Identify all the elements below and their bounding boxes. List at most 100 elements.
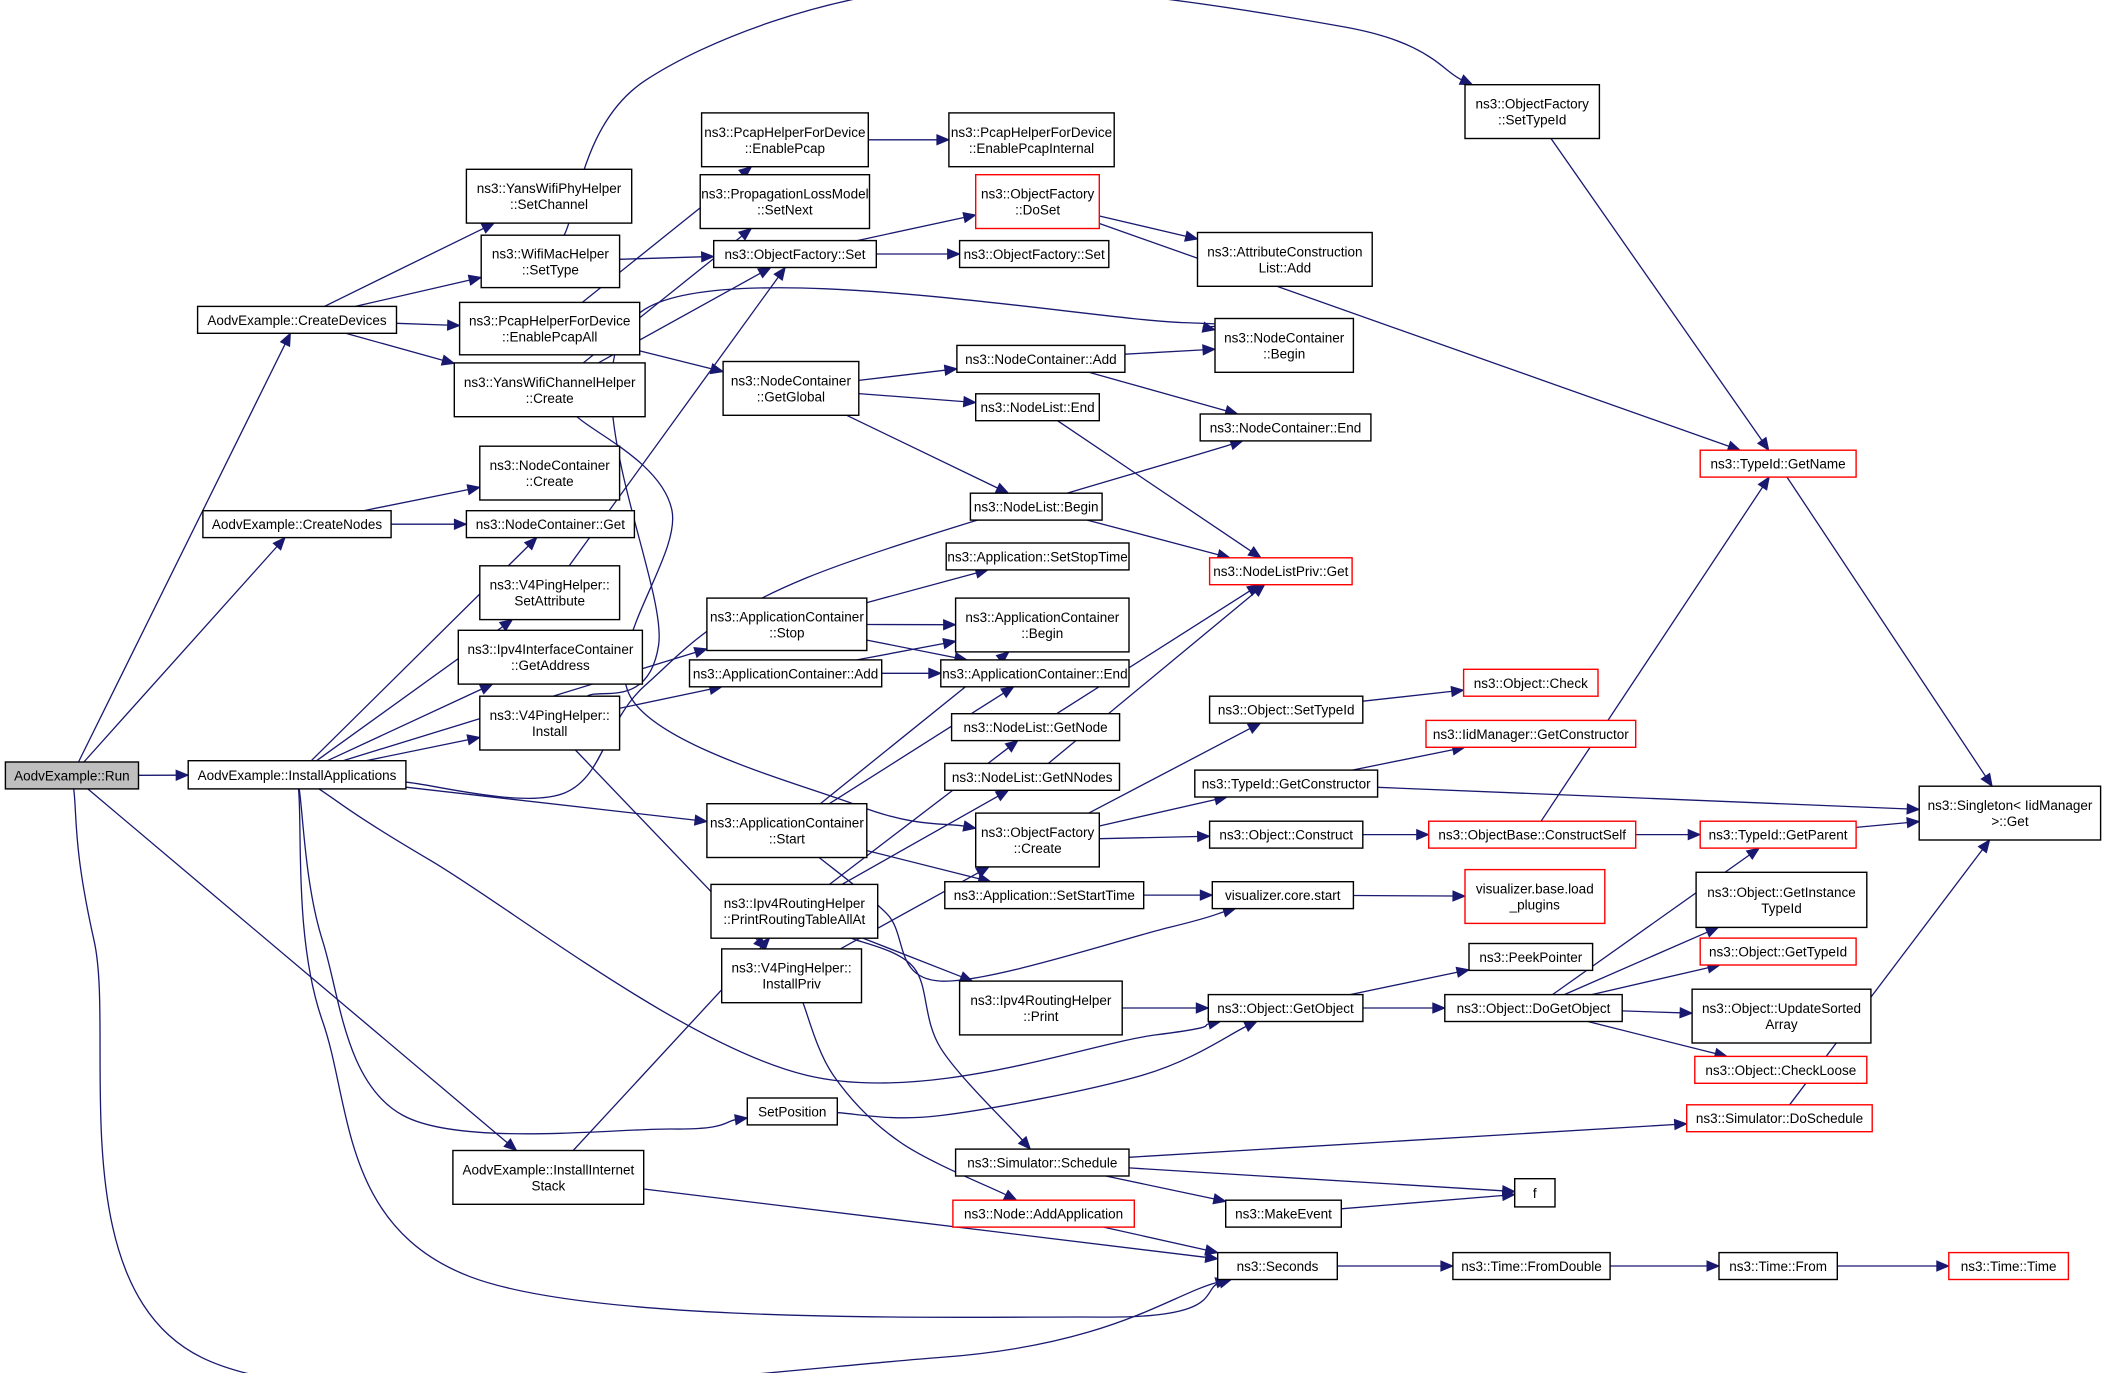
arrowhead-icon	[498, 618, 514, 632]
node-acEnd[interactable]: ns3::ApplicationContainer::End	[940, 659, 1130, 688]
node-box	[1699, 937, 1857, 966]
node-createNodes[interactable]: AodvExample::CreateNodes	[202, 510, 392, 539]
node-box	[710, 883, 879, 939]
node-ofCreate[interactable]: ns3::ObjectFactory::Create	[975, 812, 1101, 868]
edge-ofSet1-to-ofSet2	[876, 248, 961, 260]
node-ncBegin[interactable]: ns3::NodeContainer::Begin	[1214, 317, 1355, 373]
node-objConstruct[interactable]: ns3::Object::Construct	[1208, 820, 1364, 849]
node-setStopTime[interactable]: ns3::Application::SetStopTime	[945, 542, 1130, 571]
node-ncEnd[interactable]: ns3::NodeContainer::End	[1199, 413, 1372, 442]
node-doSchedule[interactable]: ns3::Simulator::DoSchedule	[1685, 1104, 1873, 1133]
node-schedule[interactable]: ns3::Simulator::Schedule	[954, 1148, 1130, 1177]
node-createDevices[interactable]: AodvExample::CreateDevices	[196, 305, 398, 334]
node-nlBegin[interactable]: ns3::NodeList::Begin	[969, 492, 1103, 521]
node-acStart[interactable]: ns3::ApplicationContainer::Start	[706, 803, 868, 859]
node-setStartTime[interactable]: ns3::Application::SetStartTime	[944, 881, 1145, 910]
node-f[interactable]: f	[1513, 1177, 1556, 1208]
node-box	[1699, 820, 1857, 849]
node-rhPrint[interactable]: ns3::Ipv4RoutingHelper::Print	[958, 980, 1123, 1036]
node-tidGetCtor[interactable]: ns3::TypeId::GetConstructor	[1194, 769, 1379, 798]
node-setChannel[interactable]: ns3::YansWifiPhyHelper::SetChannel	[465, 168, 633, 224]
node-label: ::Print	[1023, 1009, 1059, 1024]
node-ofSetTypeId[interactable]: ns3::ObjectFactory::SetTypeId	[1464, 83, 1601, 140]
node-objSetTypeId[interactable]: ns3::Object::SetTypeId	[1208, 695, 1364, 724]
node-label: ns3::Ipv4InterfaceContainer	[467, 642, 633, 657]
node-peekPointer[interactable]: ns3::PeekPointer	[1468, 942, 1594, 972]
node-getObject[interactable]: ns3::Object::GetObject	[1207, 993, 1364, 1023]
node-label: ::EnablePcapInternal	[969, 141, 1094, 156]
arrowhead-icon	[1452, 890, 1467, 902]
node-objGetTypeId[interactable]: ns3::Object::GetTypeId	[1699, 937, 1857, 966]
node-installApps[interactable]: AodvExample::InstallApplications	[187, 760, 407, 790]
edge-ncAdd-to-ncEnd	[1088, 371, 1239, 417]
node-ncGetGlobal[interactable]: ns3::NodeContainer::GetGlobal	[722, 360, 860, 416]
node-iidGetCtor[interactable]: ns3::IidManager::GetConstructor	[1425, 719, 1637, 749]
node-checkLoose[interactable]: ns3::Object::CheckLoose	[1694, 1055, 1868, 1085]
node-timeTime[interactable]: ns3::Time::Time	[1948, 1251, 2070, 1281]
node-label: _plugins	[1509, 897, 1561, 912]
node-makeEvent[interactable]: ns3::MakeEvent	[1224, 1199, 1342, 1228]
arrowhead-icon	[1673, 1118, 1688, 1131]
arrowhead-icon	[1440, 1260, 1455, 1272]
edge-ofCreate-to-tidGetCtor	[1099, 794, 1229, 827]
node-nlPrivGet[interactable]: ns3::NodeListPriv::Get	[1208, 557, 1353, 586]
node-vizStart[interactable]: visualizer.core.start	[1211, 881, 1355, 910]
node-label: List::Add	[1259, 260, 1312, 275]
node-singletonGet[interactable]: ns3::Singleton< IidManager>::Get	[1918, 785, 2102, 841]
node-box	[1207, 993, 1364, 1023]
node-getAddress[interactable]: ns3::Ipv4InterfaceContainer::GetAddress	[457, 629, 644, 685]
node-tidGetParent[interactable]: ns3::TypeId::GetParent	[1699, 820, 1857, 849]
node-ncCreate[interactable]: ns3::NodeContainer::Create	[479, 445, 621, 501]
node-enablePcap[interactable]: ns3::PcapHelperForDevice::EnablePcap	[700, 112, 869, 168]
node-installPriv[interactable]: ns3::V4PingHelper::InstallPriv	[721, 948, 863, 1004]
node-ofSet1[interactable]: ns3::ObjectFactory::Set	[713, 239, 878, 269]
node-label: ::Create	[1014, 841, 1062, 856]
edge-line	[1057, 420, 1252, 552]
node-setNext[interactable]: ns3::PropagationLossModel::SetNext	[699, 173, 871, 230]
node-nlGetNNodes[interactable]: ns3::NodeList::GetNNodes	[944, 762, 1121, 792]
edge-line	[841, 795, 999, 885]
node-objCheck[interactable]: ns3::Object::Check	[1462, 668, 1599, 697]
node-printAllAt[interactable]: ns3::Ipv4RoutingHelper::PrintRoutingTabl…	[710, 883, 879, 939]
node-setPosition[interactable]: SetPosition	[746, 1097, 838, 1126]
node-seconds[interactable]: ns3::Seconds	[1216, 1251, 1338, 1281]
node-nlEnd[interactable]: ns3::NodeList::End	[975, 393, 1101, 422]
node-chanCreate[interactable]: ns3::YansWifiChannelHelper::Create	[453, 362, 646, 418]
node-constructSelf[interactable]: ns3::ObjectBase::ConstructSelf	[1427, 820, 1637, 849]
node-ncGet[interactable]: ns3::NodeContainer::Get	[465, 510, 636, 539]
node-ofDoSet[interactable]: ns3::ObjectFactory::DoSet	[975, 173, 1101, 230]
node-ncAdd[interactable]: ns3::NodeContainer::Add	[956, 344, 1126, 373]
node-setType[interactable]: ns3::WifiMacHelper::SetType	[480, 234, 621, 289]
node-acBegin[interactable]: ns3::ApplicationContainer::Begin	[954, 597, 1130, 653]
node-pingSetAttr[interactable]: ns3::V4PingHelper::SetAttribute	[479, 565, 621, 621]
node-label: SetAttribute	[514, 594, 585, 609]
edge-line	[1856, 821, 1908, 829]
node-box	[713, 239, 878, 269]
node-label: Install	[532, 724, 567, 739]
node-vizPlugins[interactable]: visualizer.base.load_plugins	[1464, 868, 1606, 925]
edge-line	[1088, 728, 1251, 814]
node-box	[1196, 231, 1373, 287]
node-enablePcapInternal[interactable]: ns3::PcapHelperForDevice::EnablePcapInte…	[948, 112, 1115, 168]
node-acAdd[interactable]: ns3::ApplicationContainer::Add	[688, 659, 883, 688]
node-fromDouble[interactable]: ns3::Time::FromDouble	[1452, 1251, 1611, 1281]
node-ofSet2[interactable]: ns3::ObjectFactory::Set	[958, 239, 1110, 269]
node-label: ns3::V4PingHelper::	[490, 708, 610, 723]
node-nlGetNode[interactable]: ns3::NodeList::GetNode	[950, 713, 1121, 742]
node-acStop[interactable]: ns3::ApplicationContainer::Stop	[706, 597, 868, 652]
arrowhead-icon	[1184, 230, 1199, 242]
node-doGetObject[interactable]: ns3::Object::DoGetObject	[1444, 993, 1623, 1023]
node-box	[1214, 317, 1355, 373]
node-timeFrom[interactable]: ns3::Time::From	[1718, 1251, 1839, 1281]
edge-line	[405, 786, 696, 821]
node-addApplication[interactable]: ns3::Node::AddApplication	[952, 1199, 1136, 1228]
edge-getObject-to-peekPointer	[1349, 966, 1471, 996]
arrowhead-icon	[1977, 838, 1991, 854]
node-pingInstall[interactable]: ns3::V4PingHelper::Install	[479, 695, 621, 751]
node-enablePcapAll[interactable]: ns3::PcapHelperForDevice::EnablePcapAll	[458, 301, 641, 356]
node-tidGetName[interactable]: ns3::TypeId::GetName	[1699, 449, 1857, 478]
